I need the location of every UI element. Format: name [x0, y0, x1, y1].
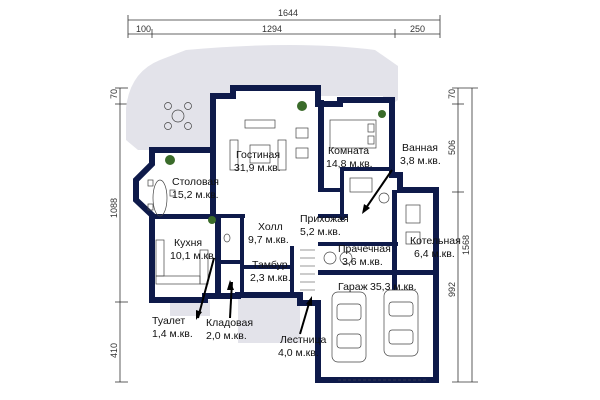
- dim-left-top: 70: [109, 89, 119, 99]
- room-prikhozhaya-name: Прихожая: [300, 213, 349, 225]
- room-kukhnya-area: 10,1 м.кв.: [170, 250, 217, 262]
- dim-right-offset: 250: [410, 24, 425, 34]
- room-tambur-area: 2,3 м.кв.: [250, 272, 291, 284]
- room-prachechnaya-name: Прачечная: [338, 243, 391, 255]
- room-garazh-name: Гараж: [338, 281, 368, 293]
- dimension-lines: [115, 15, 478, 383]
- room-komnata-name: Комната: [328, 145, 369, 157]
- room-kladovaya-name: Кладовая: [206, 317, 253, 329]
- room-vannaya-area: 3,8 м.кв.: [400, 155, 441, 167]
- dim-left-height: 1088: [109, 198, 119, 218]
- dim-right-lower: 992: [447, 282, 457, 297]
- room-kukhnya-name: Кухня: [174, 237, 202, 249]
- room-kholl-area: 9,7 м.кв.: [248, 234, 289, 246]
- room-kholl-name: Холл: [258, 221, 283, 233]
- room-stolovaya-area: 15,2 м.кв.: [172, 189, 219, 201]
- dim-right-top: 70: [447, 89, 457, 99]
- room-vannaya-name: Ванная: [402, 142, 438, 154]
- room-labels: Гостиная 31,9 м.кв. Комната 14,8 м.кв. В…: [152, 142, 461, 359]
- room-tambur-name: Тамбур: [252, 259, 288, 271]
- furniture: [147, 101, 426, 381]
- room-prikhozhaya-area: 5,2 м.кв.: [300, 226, 341, 238]
- leader-arrows: [196, 169, 393, 335]
- dim-main-width: 1294: [262, 24, 282, 34]
- room-lestnitsa-area: 4,0 м.кв.: [278, 347, 319, 359]
- room-kladovaya-area: 2,0 м.кв.: [206, 330, 247, 342]
- room-kotelnaya-name: Котельная: [410, 235, 461, 247]
- room-tualet-name: Туалет: [152, 315, 185, 327]
- room-lestnitsa-name: Лестница: [280, 334, 326, 346]
- room-garazh-area: 35,3 м.кв.: [370, 281, 417, 293]
- dim-right-upper: 506: [447, 140, 457, 155]
- dim-left-offset: 100: [136, 24, 151, 34]
- dim-total-width: 1644: [278, 8, 298, 18]
- room-prachechnaya-area: 3,6 м.кв.: [342, 256, 383, 268]
- room-stolovaya-name: Столовая: [172, 176, 219, 188]
- dim-left-bottom: 410: [109, 343, 119, 358]
- room-gostinaya-name: Гостиная: [236, 149, 280, 161]
- room-komnata-area: 14,8 м.кв.: [326, 158, 373, 170]
- room-tualet-area: 1,4 м.кв.: [152, 328, 193, 340]
- room-kotelnaya-area: 6,4 м.кв.: [414, 248, 455, 260]
- room-gostinaya-area: 31,9 м.кв.: [234, 162, 281, 174]
- dim-right-total: 1568: [461, 235, 471, 255]
